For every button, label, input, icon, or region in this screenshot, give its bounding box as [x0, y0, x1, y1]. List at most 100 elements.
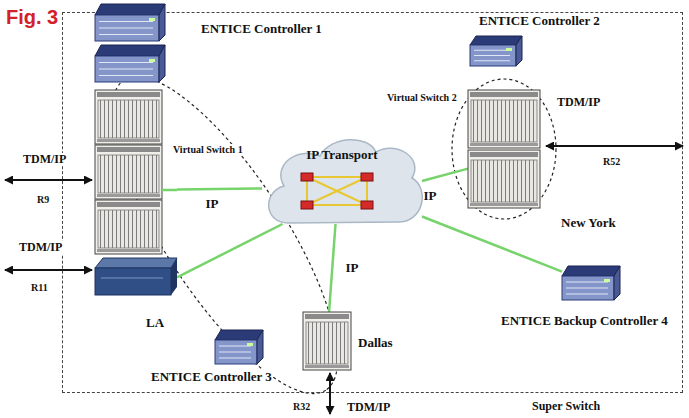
ip-cloud: IP Transport: [262, 132, 422, 224]
chassis-slots: [306, 322, 348, 364]
server-stripe: [99, 21, 153, 22]
node-label: ENTICE Controller 1: [200, 22, 323, 36]
server-led: [247, 343, 253, 346]
node-label: Dallas: [357, 336, 394, 350]
virtual-switch-outline: [452, 79, 556, 219]
server-stripe: [99, 28, 153, 29]
router-side: [171, 258, 177, 295]
mesh-link: [307, 204, 367, 206]
annotation-label: R52: [602, 156, 621, 167]
chassis-band: [97, 249, 160, 252]
server-side: [614, 266, 620, 300]
controller-server: ENTICE Controller 1: [95, 4, 165, 82]
annotation-label: TDM/IP: [346, 401, 391, 414]
chassis-slots: [98, 155, 159, 193]
chassis-band: [470, 143, 538, 146]
site-equipment-icon: [468, 90, 540, 208]
chassis-slots: [471, 160, 537, 202]
boundary-label: Super Switch: [531, 400, 601, 413]
trunk-arrow: [5, 179, 92, 181]
server-stripe: [99, 69, 153, 70]
chassis-band: [470, 203, 538, 206]
cloud-shape: [269, 140, 423, 223]
server-stripe: [219, 352, 251, 353]
chassis-band: [470, 92, 538, 97]
chassis-band: [97, 147, 160, 152]
trunk-arrow: [5, 269, 92, 271]
link-label: IP: [205, 197, 220, 211]
node-label: IP Transport: [306, 148, 377, 162]
chassis-body: [95, 200, 162, 254]
mesh-router: [361, 173, 373, 181]
ip-link: [329, 224, 335, 312]
chassis-body: [468, 150, 540, 208]
chassis-slots: [98, 210, 159, 248]
virtual-switch-outline: [74, 47, 376, 418]
chassis-body: [303, 312, 351, 370]
router-top: [95, 258, 177, 268]
annotation-label: TDM/IP: [18, 241, 63, 254]
server-stripe: [99, 34, 153, 35]
server-stripe: [474, 50, 510, 51]
link-label: IP: [345, 261, 360, 275]
node-label: ENTICE Controller 3: [150, 370, 273, 384]
server-side: [159, 45, 165, 82]
ip-cloud-icon: [262, 132, 422, 224]
server-stripe: [99, 75, 153, 76]
chassis-band: [97, 92, 160, 97]
controller-server-icon: [470, 36, 522, 66]
server-stripe: [99, 62, 153, 63]
trunk-arrow: [546, 145, 683, 147]
site-equipment: LA: [95, 90, 177, 295]
server-stripe: [219, 358, 251, 359]
server-stripe: [566, 282, 608, 283]
server-side: [159, 4, 165, 41]
server-front: [562, 276, 614, 300]
mesh-router: [301, 201, 313, 209]
server-top: [562, 266, 620, 276]
server-front: [95, 15, 159, 41]
trunk-arrow: [329, 373, 331, 414]
server-top: [470, 36, 522, 45]
controller-server-icon: [215, 330, 263, 364]
annotation-label: R11: [30, 282, 49, 293]
chassis-band: [305, 365, 349, 368]
chassis-band: [97, 139, 160, 142]
router-stripe: [101, 278, 163, 279]
server-top: [95, 45, 165, 56]
chassis-body: [95, 145, 162, 199]
annotation-label: TDM/IP: [556, 96, 601, 109]
site-equipment-icon: [95, 90, 177, 295]
server-top: [215, 330, 263, 340]
server-stripe: [474, 55, 510, 56]
server-led: [506, 48, 512, 51]
server-stripe: [566, 288, 608, 289]
controller-server: ENTICE Controller 2: [470, 36, 522, 66]
super-switch-boundary: Super SwitchENTICE Controller 1ENTICE Co…: [62, 12, 683, 393]
server-front: [470, 45, 516, 66]
chassis-slots: [98, 100, 159, 138]
annotation-label: Virtual Switch 1: [172, 144, 244, 155]
server-stripe: [219, 346, 251, 347]
server-front: [95, 56, 159, 82]
ip-link: [422, 169, 468, 181]
chassis-body: [468, 90, 540, 148]
chassis-band: [97, 202, 160, 207]
server-front: [215, 340, 257, 364]
annotation-label: R9: [36, 194, 50, 205]
mesh-link: [307, 176, 367, 178]
server-top: [95, 4, 165, 15]
chassis-band: [97, 194, 160, 197]
annotation-label: TDM/IP: [22, 153, 67, 166]
chassis-slots: [471, 100, 537, 142]
node-label: LA: [145, 316, 165, 330]
router-front: [95, 268, 171, 295]
node-label: ENTICE Backup Controller 4: [500, 314, 669, 328]
controller-server-icon: [562, 266, 620, 300]
ip-link: [422, 217, 562, 272]
server-led: [149, 18, 155, 21]
server-stripe: [474, 60, 510, 61]
figure-number: Fig. 3: [6, 6, 58, 28]
server-stripe: [566, 294, 608, 295]
ip-link: [177, 224, 282, 277]
